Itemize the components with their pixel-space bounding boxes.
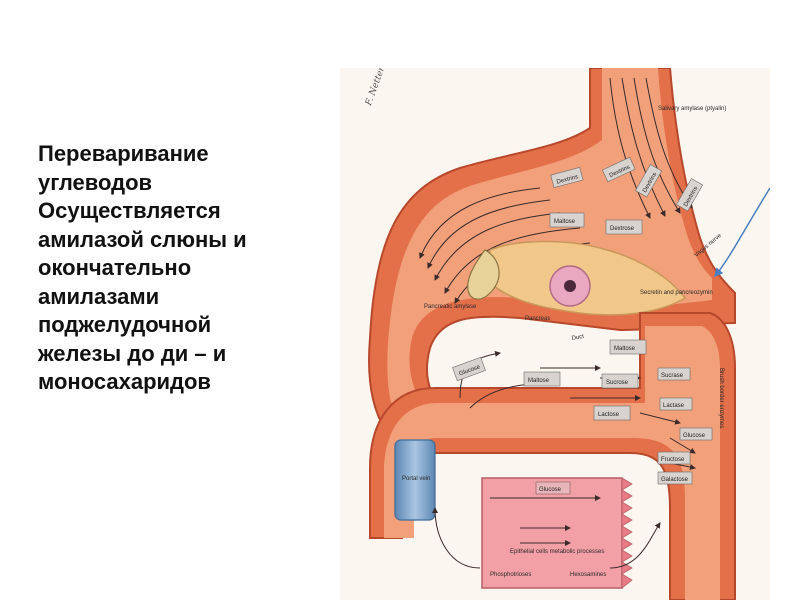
tag-fructose: Fructose <box>657 451 691 465</box>
tag-lactase: Lactase <box>659 397 693 411</box>
svg-text:Maltose: Maltose <box>554 219 576 225</box>
vagus-nerve <box>714 187 770 278</box>
tag-sucrase: Sucrase <box>657 367 691 381</box>
svg-text:Glucose: Glucose <box>539 487 562 493</box>
text-line: железы до ди – и <box>38 340 227 366</box>
text-line: поджелудочной <box>38 312 212 337</box>
label-pancreas: Pancreas <box>525 316 550 322</box>
tag-glucose-blood: Glucose <box>535 481 571 495</box>
tag-dextrose: Dextrose <box>605 219 643 235</box>
epithelium-villi <box>621 477 633 589</box>
artist-signature: F. Netter M.D. <box>364 68 396 108</box>
tag-maltose-2: Maltose <box>523 371 561 387</box>
label-duct: Duct <box>571 334 585 342</box>
svg-text:Lactase: Lactase <box>663 403 685 409</box>
svg-text:Dextrins: Dextrins <box>556 174 579 185</box>
svg-text:Glucose: Glucose <box>683 433 706 439</box>
tag-glucose: Glucose <box>679 427 713 441</box>
text-line: окончательно <box>38 255 192 280</box>
tag-galactose: Galactose <box>657 471 693 485</box>
label-brush-border: Brush border enzymes <box>718 368 724 428</box>
text-line: Осуществляется <box>38 198 221 223</box>
text-line: моносахаридов <box>38 369 211 394</box>
svg-text:Maltose: Maltose <box>614 346 636 352</box>
tag-dextrins-gut-1: Glucose <box>452 356 486 382</box>
label-epithelial-cells: Epithelial cells metabolic processes <box>510 549 604 555</box>
tag-dextrins-1: Dextrins <box>550 166 584 189</box>
svg-text:Galactose: Galactose <box>661 477 689 483</box>
label-hexosamines: Hexosamines <box>570 572 606 578</box>
tag-lactose: Lactose <box>593 405 631 421</box>
svg-text:Lactose: Lactose <box>598 412 620 418</box>
label-portal-vein: Portal vein <box>402 476 430 482</box>
text-line: Переваривание <box>38 141 209 166</box>
slide-text: Переваривание углеводов Осуществляется а… <box>38 140 338 397</box>
tag-maltose-1: Maltose <box>549 212 585 228</box>
text-line: амилазами <box>38 283 160 309</box>
text-line: амилазой слюны и <box>38 226 247 252</box>
text-line: углеводов <box>38 169 153 195</box>
small-intestine-lumen <box>384 326 720 600</box>
label-pancreatic-amylase: Pancreatic amylase <box>424 304 477 310</box>
digestion-illustration: F. Netter M.D. Portal vein <box>340 68 770 600</box>
label-salivary-amylase: Salivary amylase (ptyalin) <box>658 106 726 112</box>
bile-duct <box>467 249 500 300</box>
tag-maltose-3: Maltose <box>609 339 647 355</box>
label-phosphotrioses: Phosphotrioses <box>490 572 531 578</box>
svg-text:Maltose: Maltose <box>528 378 550 384</box>
tag-sucrose: Sucrose <box>601 373 639 389</box>
svg-text:Sucrase: Sucrase <box>661 373 684 379</box>
svg-text:Sucrose: Sucrose <box>606 380 629 386</box>
portal-vein <box>394 439 436 521</box>
label-secretin: Secretin and pancreozymin <box>640 290 713 296</box>
svg-text:Fructose: Fructose <box>661 457 685 463</box>
svg-text:Dextrose: Dextrose <box>610 226 635 232</box>
